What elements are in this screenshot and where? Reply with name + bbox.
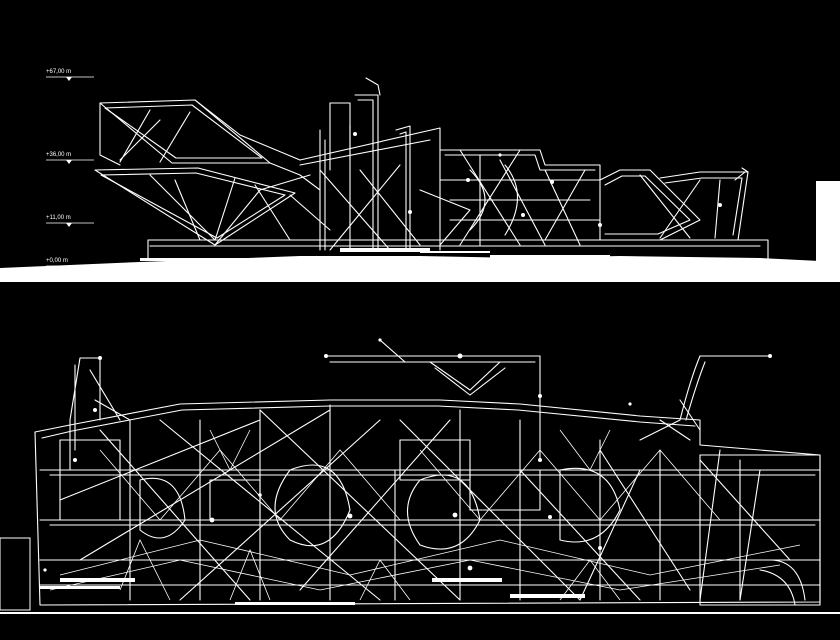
svg-text:+36,00 m: +36,00 m bbox=[46, 152, 71, 158]
elevation-node bbox=[353, 132, 722, 227]
level-marker: +11,00 m bbox=[46, 215, 94, 227]
level-marker: +0,00 m bbox=[46, 258, 94, 270]
level-marker: +36,00 m bbox=[46, 152, 94, 164]
level-marker: +67,00 m bbox=[46, 69, 94, 81]
section-structure bbox=[34, 339, 821, 606]
section-node bbox=[43, 338, 772, 572]
elevation-slab bbox=[140, 248, 610, 264]
ground-plane bbox=[0, 256, 840, 282]
svg-text:+11,00 m: +11,00 m bbox=[46, 215, 71, 221]
section-structure bbox=[49, 429, 801, 601]
svg-text:+67,00 m: +67,00 m bbox=[46, 69, 71, 75]
side-block-left bbox=[0, 537, 31, 611]
section-view bbox=[0, 338, 840, 640]
elevation-view: +67,00 m +36,00 m +11,00 m +0,00 m bbox=[0, 69, 840, 282]
side-block-right bbox=[816, 181, 840, 265]
ground-plane bbox=[0, 612, 840, 640]
elevation-structure bbox=[94, 77, 769, 261]
section-slab bbox=[40, 578, 585, 605]
svg-text:+0,00 m: +0,00 m bbox=[46, 258, 68, 264]
ground-line bbox=[0, 612, 840, 614]
